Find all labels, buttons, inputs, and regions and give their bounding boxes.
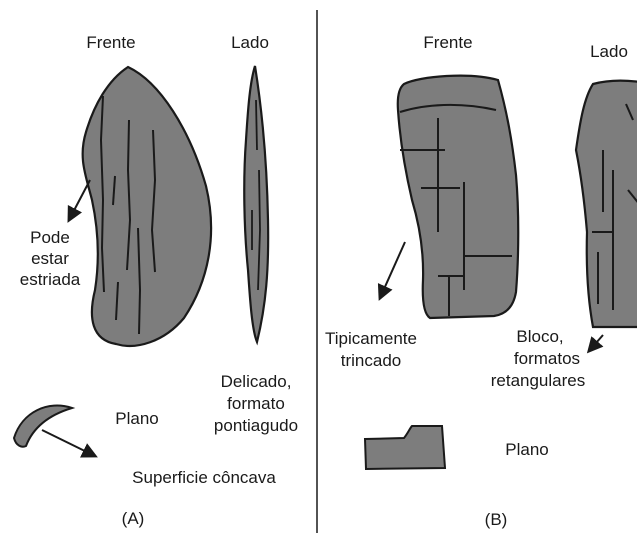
panel-a-striation-arrow [69,180,90,220]
panel-a-label: (A) [122,509,145,528]
panel-b-label: (B) [485,510,508,529]
panel-b-block-arrow [589,335,603,351]
panel-b-plan-block [365,426,445,469]
panel-b-cracked-line2: trincado [341,351,401,370]
panel-a-shape-line1: Delicado, [221,372,292,391]
panel-a-shape-line2: formato [227,394,285,413]
panel-a-front-label: Frente [86,33,135,52]
panel-b-block-line3: retangulares [491,371,586,390]
panel-a-note-line1: Pode [30,228,70,247]
panel-b-front-clast [398,76,519,318]
panel-b: Frente Lado Tipicamente trincado [325,33,637,529]
panel-a-concave-arrow [42,430,95,456]
panel-b-plan-label: Plano [505,440,548,459]
panel-b-side-clast [576,81,637,327]
panel-a-note-line2: estar [31,249,69,268]
panel-a-shape-line3: pontiagudo [214,416,298,435]
panel-a: Frente Lado Pode estar estriada Delicado… [14,33,298,528]
panel-a-plan-label: Plano [115,409,158,428]
panel-b-cracked-arrow [380,242,405,298]
panel-b-block-line2: formatos [514,349,580,368]
panel-a-side-label: Lado [231,33,269,52]
panel-b-cracked-line1: Tipicamente [325,329,417,348]
panel-b-block-line1: Bloco, [516,327,563,346]
panel-a-concave-label: Superficie côncava [132,468,276,487]
panel-a-note-line3: estriada [20,270,81,289]
panel-b-side-label: Lado [590,42,628,61]
panel-b-front-label: Frente [423,33,472,52]
